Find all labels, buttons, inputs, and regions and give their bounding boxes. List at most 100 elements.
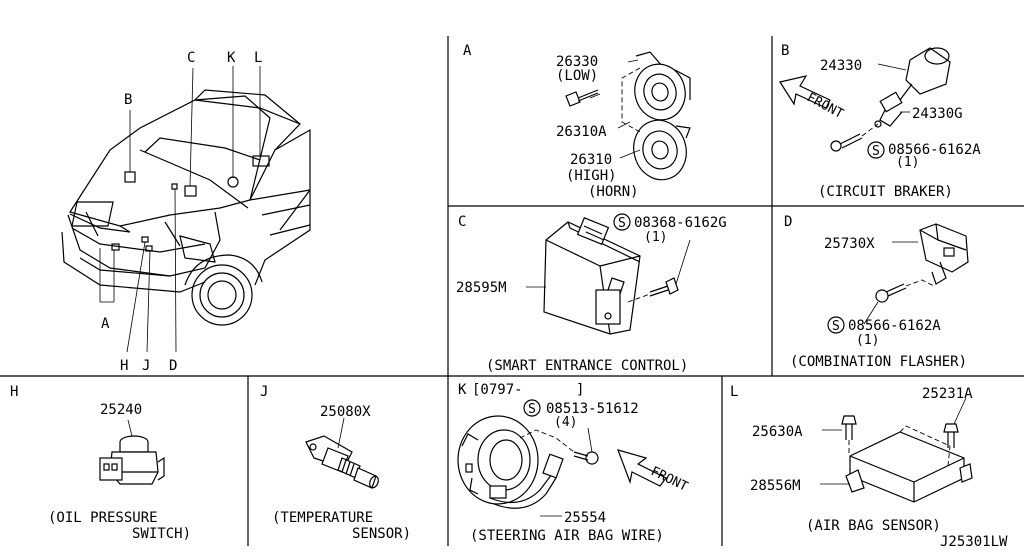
flasher-screw-part: 08566-6162A — [848, 318, 941, 334]
front-label-k: FRONT — [648, 464, 690, 495]
s-symbol-d-text: S — [832, 319, 840, 334]
k-screw-part: 08513-51612 — [546, 401, 639, 417]
temp-sensor-drawing — [305, 435, 379, 489]
flasher-dash — [905, 279, 935, 287]
temp-part: 25080X — [320, 404, 371, 420]
airbag-bolt-1-part: 25630A — [752, 424, 803, 440]
vehicle-label-j: J — [142, 358, 150, 374]
oil-caption-2: SWITCH) — [132, 526, 191, 542]
horn-low-drawing — [634, 51, 691, 121]
vehicle-label-k: K — [227, 50, 236, 66]
airbag-leader-lines — [820, 397, 967, 485]
vehicle-label-d: D — [169, 358, 177, 374]
vehicle-label-c: C — [187, 50, 195, 66]
panel-a-horn: A 26330 (LOW) 26310 — [463, 43, 691, 200]
horn-leader-lines — [589, 59, 641, 159]
panel-j-temperature: J 25080X (TEMPERATURE SENSOR) — [260, 384, 411, 542]
panel-d-letter: D — [784, 214, 792, 230]
panel-j-letter: J — [260, 384, 268, 400]
control-screw-qty: (1) — [644, 230, 667, 245]
k-part: 25554 — [564, 510, 606, 526]
temp-caption-1: (TEMPERATURE — [272, 510, 373, 526]
horn-high-label: (HIGH) — [566, 168, 617, 184]
k-screw-qty: (4) — [554, 415, 577, 430]
breaker-dash — [861, 123, 879, 137]
control-leader-lines — [526, 239, 691, 288]
airbag-sensor-drawing — [845, 431, 973, 503]
flasher-bolt — [875, 283, 907, 303]
control-unit-drawing — [543, 217, 641, 335]
airbag-caption: (AIR BAG SENSOR) — [806, 518, 941, 534]
s-symbol-k-text: S — [528, 402, 536, 417]
temp-caption-2: SENSOR) — [352, 526, 411, 542]
clock-spring-drawing — [457, 415, 564, 509]
breaker-part: 24330 — [820, 58, 862, 74]
panel-c-letter: C — [458, 214, 466, 230]
s-symbol-c — [613, 213, 631, 231]
horn-caption: (HORN) — [588, 184, 639, 200]
s-symbol-b-text: S — [872, 144, 880, 159]
oil-leader — [127, 419, 133, 437]
k-dash — [519, 429, 575, 453]
flasher-caption: (COMBINATION FLASHER) — [790, 354, 967, 370]
horn-high-part: 26310 — [570, 152, 612, 168]
airbag-bolt-1 — [841, 415, 857, 440]
breaker-screw-qty: (1) — [896, 155, 919, 170]
panel-a-letter: A — [463, 43, 472, 59]
k-caption: (STEERING AIR BAG WIRE) — [470, 528, 664, 544]
panel-b-circuit-breaker: B FRONT 24330 24330G S 08566-6162A (1 — [779, 43, 981, 200]
vehicle-label-b: B — [124, 92, 132, 108]
oil-caption-1: (OIL PRESSURE — [48, 510, 158, 526]
oil-part: 25240 — [100, 402, 142, 418]
s-symbol-c-text: S — [618, 216, 626, 231]
front-label-b: FRONT — [804, 90, 846, 122]
panel-k-letter: K — [458, 382, 467, 398]
panel-k-steering-airbag: K [0797- ] S 08513-51612 (4) — [457, 382, 690, 544]
k-screw — [573, 451, 599, 465]
control-dash — [627, 293, 651, 303]
horn-bolt-part: 26310A — [556, 124, 607, 140]
flasher-screw-qty: (1) — [856, 333, 879, 348]
panel-l-airbag-sensor: L 25630A 25231A 28556M — [730, 384, 973, 534]
k-date-open: [0797- — [472, 382, 523, 398]
oil-switch-drawing — [99, 435, 165, 485]
vehicle-illustration — [61, 89, 311, 326]
airbag-dash — [848, 425, 951, 467]
panel-l-letter: L — [730, 384, 738, 400]
k-date-close: ] — [576, 382, 584, 398]
breaker-caption: (CIRCUIT BRAKER) — [818, 184, 953, 200]
breaker-screw — [830, 133, 863, 152]
panel-d-combination-flasher: D 25730X S 08566-6162A (1) (COMBINATION … — [784, 214, 969, 370]
panel-grid — [0, 36, 1024, 546]
horn-high-drawing — [633, 119, 691, 181]
k-screw-leader — [587, 427, 593, 453]
horn-bolt-drawing — [565, 89, 599, 107]
control-screw-part: 08368-6162G — [634, 215, 727, 231]
vehicle-label-h: H — [120, 358, 128, 374]
s-symbol-b — [867, 141, 885, 159]
control-caption: (SMART ENTRANCE CONTROL) — [486, 358, 688, 374]
flasher-leader-lines — [863, 241, 918, 325]
front-arrow-k — [617, 449, 667, 487]
vehicle-overview-panel: B C K L A H J D — [61, 50, 311, 374]
breaker-leader-lines — [877, 63, 910, 113]
vehicle-label-a: A — [101, 316, 110, 332]
horn-dash-lines — [621, 67, 641, 133]
drawing-id: J25301LW — [940, 534, 1008, 550]
s-symbol-d — [827, 316, 845, 334]
control-part: 28595M — [456, 280, 507, 296]
flasher-drawing — [919, 223, 969, 285]
panel-c-smart-entrance: C S 08368-6162G (1) 28595M (SM — [456, 213, 727, 374]
front-arrow-b — [779, 75, 831, 109]
flasher-part: 25730X — [824, 236, 875, 252]
breaker-bracket-part: 24330G — [912, 106, 963, 122]
breaker-screw-part: 08566-6162A — [888, 142, 981, 158]
airbag-bolt-2 — [943, 423, 959, 448]
vehicle-label-l: L — [254, 50, 262, 66]
airbag-bolt-2-part: 25231A — [922, 386, 973, 402]
airbag-sensor-part: 28556M — [750, 478, 801, 494]
panel-b-letter: B — [781, 43, 789, 59]
panel-h-letter: H — [10, 384, 18, 400]
horn-low-part: 26330 — [556, 54, 598, 70]
